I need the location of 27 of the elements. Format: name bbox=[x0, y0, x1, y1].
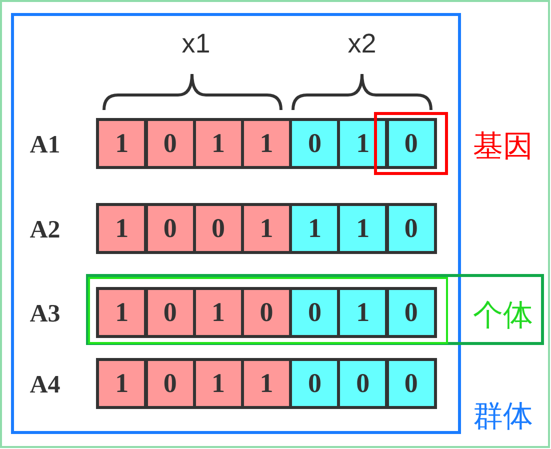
bit-cell: 0 bbox=[386, 118, 437, 169]
side-label: 群体 bbox=[473, 402, 533, 432]
side-label: 基因 bbox=[473, 132, 533, 162]
bit-cell: 0 bbox=[386, 358, 437, 409]
bit-cell: 1 bbox=[96, 118, 148, 169]
bit-cell: 1 bbox=[96, 358, 148, 409]
selection-box bbox=[86, 274, 544, 345]
text-label: x1 bbox=[182, 30, 210, 58]
bit-cell: 0 bbox=[386, 203, 437, 254]
bit-cell: 1 bbox=[96, 287, 148, 338]
bit-cell: 1 bbox=[96, 203, 148, 254]
bit-cell: 0 bbox=[337, 358, 388, 409]
bit-cell: 0 bbox=[144, 203, 196, 254]
text-label: x2 bbox=[348, 30, 376, 58]
bit-cell: 0 bbox=[144, 358, 196, 409]
bit-cell: 0 bbox=[144, 118, 196, 169]
bit-cell: 0 bbox=[144, 287, 196, 338]
box-label: 个体 bbox=[473, 301, 533, 331]
text-label: A1 bbox=[30, 132, 60, 158]
text-label: A4 bbox=[30, 372, 60, 398]
text-label: A3 bbox=[30, 302, 60, 326]
row-outline bbox=[88, 277, 448, 344]
bit-cell: 0 bbox=[386, 287, 437, 338]
text-label: A2 bbox=[30, 218, 60, 242]
bit-cell: 1 bbox=[337, 287, 388, 338]
bit-cell: 1 bbox=[337, 118, 388, 169]
bit-cell: 1 bbox=[337, 203, 388, 254]
